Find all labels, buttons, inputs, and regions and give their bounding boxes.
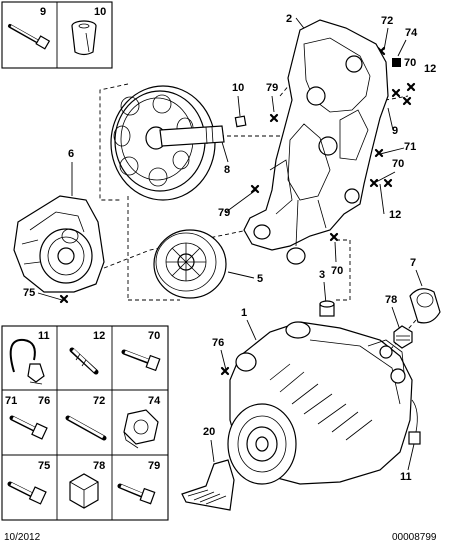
legend-label-71: 71	[5, 395, 17, 407]
part-74-square	[392, 58, 401, 67]
callout-11: 11	[400, 471, 412, 483]
callout-3: 3	[319, 269, 325, 281]
bolt-icon	[8, 24, 51, 50]
callout-79-top: 79	[266, 82, 278, 94]
legend-label-10: 10	[94, 6, 106, 18]
callout-20: 20	[203, 426, 215, 438]
part-10-spacer	[234, 115, 247, 128]
callout-72: 72	[381, 15, 393, 27]
callout-70-low: 70	[331, 265, 343, 277]
flange-nut-icon	[123, 409, 159, 449]
callout-10: 10	[232, 82, 244, 94]
callout-7: 7	[410, 257, 416, 269]
top-legend: 9 10	[1, 1, 113, 69]
sleeve-part-3	[319, 300, 335, 317]
flange-bolt-icon	[121, 349, 161, 372]
callout-78: 78	[385, 294, 397, 306]
cap-part-7	[409, 288, 441, 324]
callout-76: 76	[212, 337, 224, 349]
legend-label-11: 11	[38, 330, 50, 342]
callout-12-top: 12	[424, 63, 436, 75]
belt-part-20	[181, 459, 235, 511]
washer-bolt-icon	[117, 483, 156, 505]
callout-70-top: 70	[404, 57, 416, 69]
callout-labels: 2 72 74 70 12 10 79 9 71 70 6 8 79 12 7 …	[23, 13, 436, 483]
callout-12-mid: 12	[389, 209, 401, 221]
legend-label-70: 70	[148, 330, 160, 342]
legend-label-12: 12	[93, 330, 105, 342]
footer-code: 00008799	[392, 532, 437, 543]
callout-70-mid: 70	[392, 158, 404, 170]
callout-79-mid: 79	[218, 207, 230, 219]
idler-pulley-part-5	[153, 229, 227, 299]
callout-5: 5	[257, 273, 263, 285]
pulley-part-8	[110, 85, 225, 201]
callout-8: 8	[224, 164, 230, 176]
callout-74: 74	[405, 27, 418, 39]
stud-icon	[69, 347, 99, 375]
nut-part-78	[393, 325, 413, 349]
callout-2: 2	[286, 13, 292, 25]
callout-1: 1	[241, 307, 247, 319]
legend-label-9: 9	[40, 6, 46, 18]
wire-part-11	[408, 399, 421, 445]
tensioner-part-6	[13, 195, 105, 293]
hex-nut-icon	[69, 473, 99, 509]
shoulder-bolt-icon	[7, 481, 47, 505]
footer-date: 10/2012	[4, 532, 41, 543]
callout-75: 75	[23, 287, 35, 299]
spacer-bush-icon	[71, 20, 97, 56]
legend-label-72: 72	[93, 395, 105, 407]
legend-label-78: 78	[93, 460, 105, 472]
fastener-legend-grid: 11 12 70 71 76 72 74 75 78 79	[1, 325, 169, 521]
callout-71: 71	[404, 141, 416, 153]
bracket-part-2	[243, 19, 389, 265]
legend-label-76: 76	[38, 395, 50, 407]
callout-6: 6	[68, 148, 74, 160]
cable-clip-icon	[9, 338, 45, 385]
hex-bolt-icon	[9, 415, 48, 440]
callout-9: 9	[392, 125, 398, 137]
threaded-stud-icon	[65, 415, 107, 441]
leader-lines	[37, 17, 423, 471]
alternator-part-1	[227, 321, 413, 485]
legend-label-79: 79	[148, 460, 160, 472]
legend-label-75: 75	[38, 460, 50, 472]
legend-label-74: 74	[148, 395, 161, 407]
